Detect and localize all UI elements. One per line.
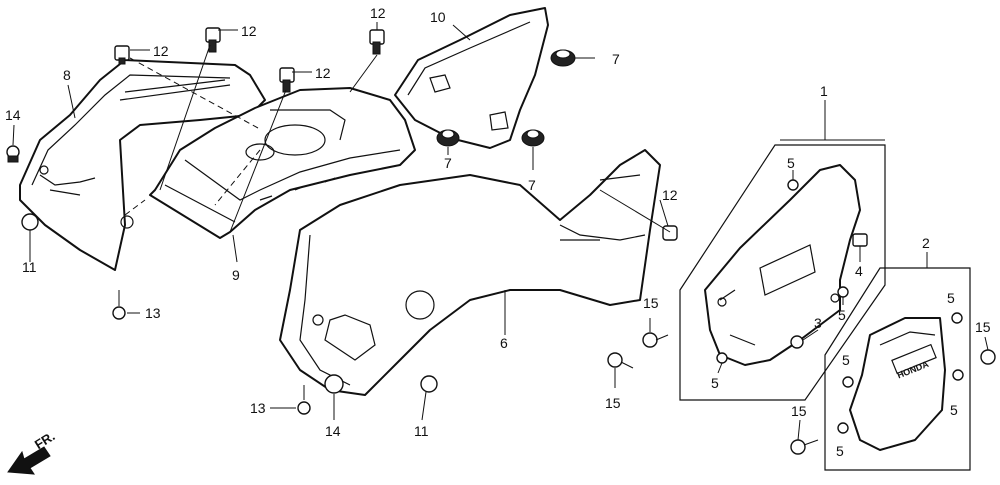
label-5: 5 <box>950 402 958 418</box>
label-6: 6 <box>500 335 508 351</box>
flange-bolt-icon <box>980 349 996 365</box>
screw-icon <box>297 385 311 415</box>
label-5: 5 <box>947 290 955 306</box>
label-15: 15 <box>643 295 659 311</box>
label-5: 5 <box>711 375 719 391</box>
clip-icon <box>114 45 130 65</box>
label-14: 14 <box>325 423 341 439</box>
label-11: 11 <box>22 259 37 275</box>
label-12: 12 <box>241 23 257 39</box>
label-10: 10 <box>430 9 446 25</box>
collar-icon <box>790 335 804 349</box>
clip-icon <box>279 67 295 93</box>
nut-icon <box>842 376 854 388</box>
label-7: 7 <box>528 177 536 193</box>
label-9: 9 <box>232 267 240 283</box>
label-8: 8 <box>63 67 71 83</box>
flange-bolt-icon <box>642 332 669 348</box>
label-12: 12 <box>662 187 678 203</box>
nut-icon <box>716 352 728 364</box>
mud-guard-part-1 <box>679 144 886 401</box>
label-13: 13 <box>145 305 161 321</box>
nut-icon <box>837 422 849 434</box>
label-14: 14 <box>5 107 21 123</box>
label-13: 13 <box>250 400 266 416</box>
label-15: 15 <box>605 395 621 411</box>
clip-icon <box>369 29 385 55</box>
label-12: 12 <box>370 5 386 21</box>
center-cowl-part-9 <box>149 87 416 239</box>
label-7: 7 <box>612 51 620 67</box>
grommet-icon <box>521 129 545 147</box>
label-2: 2 <box>922 235 930 251</box>
label-5: 5 <box>787 155 795 171</box>
label-5: 5 <box>838 307 846 323</box>
leader-lines <box>12 22 989 441</box>
clip-icon <box>662 225 678 241</box>
label-15: 15 <box>975 319 991 335</box>
label-5: 5 <box>842 352 850 368</box>
front-label: FR. <box>32 428 58 452</box>
nut-icon <box>951 312 963 324</box>
label-4: 4 <box>855 263 863 279</box>
flange-bolt-icon <box>607 352 634 369</box>
label-7: 7 <box>444 155 452 171</box>
grommet-icon <box>436 129 460 147</box>
grommet-icon <box>550 49 576 67</box>
nut-icon <box>837 286 849 298</box>
clip-icon <box>205 27 221 53</box>
callout-labels: 8 12 12 12 12 10 7 7 7 12 9 6 14 11 13 1… <box>5 5 991 459</box>
assembly-dashed-lines <box>124 57 261 216</box>
nut-icon <box>787 179 799 191</box>
label-3: 3 <box>814 315 822 331</box>
side-cover-part-10 <box>394 7 549 149</box>
label-5: 5 <box>836 443 844 459</box>
nut-icon <box>952 369 964 381</box>
drive-cover-part-2 <box>824 267 971 471</box>
rear-fender-left-part-8 <box>19 59 266 271</box>
label-12: 12 <box>315 65 331 81</box>
rear-fender-main-part-6 <box>279 149 661 396</box>
label-1: 1 <box>820 83 828 99</box>
screw-icon <box>112 290 126 320</box>
label-12: 12 <box>153 43 169 59</box>
bolt-icon <box>324 374 344 394</box>
bolt-icon <box>420 375 438 393</box>
arrow-left-down-icon <box>7 446 51 475</box>
label-15: 15 <box>791 403 807 419</box>
bolt-icon <box>6 145 20 163</box>
rubber-block-icon <box>852 233 868 247</box>
front-direction-marker: FR. <box>7 428 58 475</box>
bolt-icon <box>21 213 39 231</box>
label-11: 11 <box>414 423 429 439</box>
flange-bolt-icon <box>790 439 819 455</box>
